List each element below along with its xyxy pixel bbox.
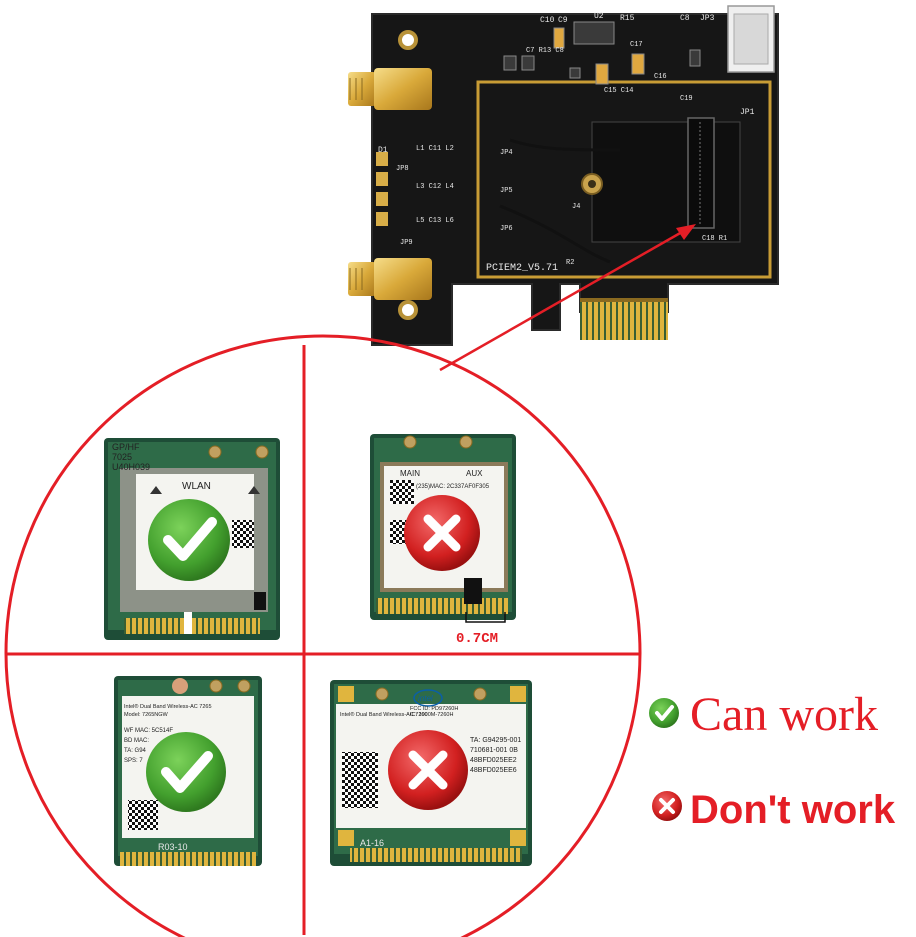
svg-text:U40H039: U40H039 <box>112 462 150 472</box>
svg-text:L5 C13 L6: L5 C13 L6 <box>416 217 454 225</box>
svg-text:intel: intel <box>418 694 433 703</box>
check-icon <box>146 732 226 812</box>
svg-text:C9: C9 <box>558 16 568 25</box>
svg-text:JP3: JP3 <box>700 14 715 23</box>
svg-text:48BFD025EE2: 48BFD025EE2 <box>470 757 517 764</box>
svg-text:R2: R2 <box>566 259 574 267</box>
check-icon <box>148 499 230 581</box>
svg-text:710681-001 0B: 710681-001 0B <box>470 747 518 754</box>
svg-text:D1: D1 <box>378 146 388 155</box>
svg-text:L1 C11 L2: L1 C11 L2 <box>416 145 454 153</box>
svg-text:JP1: JP1 <box>740 108 755 117</box>
svg-text:R03-10: R03-10 <box>158 842 188 852</box>
svg-text:SPS: 7: SPS: 7 <box>124 758 143 764</box>
mounting-hole <box>398 300 418 320</box>
svg-text:JP6: JP6 <box>500 225 513 233</box>
svg-text:FCC ID: PD97260H: FCC ID: PD97260H <box>410 706 458 712</box>
card-top-right: MAIN AUX (235)MAC: 2C337AF0F305 0.7CM <box>370 434 516 647</box>
svg-text:BD MAC:: BD MAC: <box>124 738 149 744</box>
svg-text:(235)MAC: 2C337AF0F305: (235)MAC: 2C337AF0F305 <box>416 484 490 490</box>
svg-text:C16: C16 <box>654 73 667 81</box>
card-top-left: GP/HF 7025 U40H039 WLAN <box>104 438 280 640</box>
svg-text:JP8: JP8 <box>396 165 409 173</box>
svg-text:IC: 1000M-7260H: IC: 1000M-7260H <box>410 712 453 718</box>
check-icon <box>649 698 679 728</box>
svg-text:C15 C14: C15 C14 <box>604 87 633 95</box>
svg-text:JP5: JP5 <box>500 187 513 195</box>
svg-text:GP/HF: GP/HF <box>112 442 140 452</box>
svg-text:C17: C17 <box>630 41 643 49</box>
pcie-adapter-board: C10 C9 U2 R15 C8 JP3 C7 R13 C8 C17 C16 C… <box>348 5 779 346</box>
svg-text:TA: G94295-001: TA: G94295-001 <box>470 737 521 744</box>
legend: Can work Don't work <box>649 688 896 832</box>
svg-text:JP9: JP9 <box>400 239 413 247</box>
legend-can-label: Can work <box>690 688 878 741</box>
compatibility-circle <box>4 334 642 937</box>
m2-slot-frame <box>476 80 772 279</box>
sma-connector-bottom <box>348 258 432 300</box>
svg-text:Model: 7265NGW: Model: 7265NGW <box>124 712 169 718</box>
svg-text:C18 R1: C18 R1 <box>702 235 727 243</box>
measure-bracket <box>465 612 506 623</box>
pointer-arrow <box>439 224 696 372</box>
svg-text:MAIN: MAIN <box>400 469 420 478</box>
legend-dont-work: Don't work <box>652 788 896 832</box>
sma-connector-top <box>348 68 432 110</box>
m2-connector <box>687 117 715 229</box>
svg-text:Intel® Dual Band Wireless-AC 7: Intel® Dual Band Wireless-AC 7260 <box>340 711 428 718</box>
legend-cannot-label: Don't work <box>690 788 896 832</box>
x-icon <box>652 791 682 821</box>
svg-text:WF MAC: 5C514F: WF MAC: 5C514F <box>124 728 173 734</box>
svg-text:A1-16: A1-16 <box>360 838 384 848</box>
svg-text:WLAN: WLAN <box>182 481 211 492</box>
mounting-hole <box>398 30 418 50</box>
svg-text:Intel® Dual Band Wireless-AC 7: Intel® Dual Band Wireless-AC 7265 <box>124 703 212 710</box>
svg-text:C19: C19 <box>680 95 693 103</box>
svg-text:AUX: AUX <box>466 469 483 478</box>
svg-text:C8: C8 <box>680 14 690 23</box>
svg-text:R15: R15 <box>620 14 635 23</box>
pcie-gold-fingers <box>580 300 668 340</box>
svg-text:JP4: JP4 <box>500 149 513 157</box>
svg-text:C7 R13 C8: C7 R13 C8 <box>526 47 564 55</box>
x-icon <box>404 495 480 571</box>
x-icon <box>388 730 468 810</box>
svg-text:48BFD025EE6: 48BFD025EE6 <box>470 767 517 774</box>
legend-can-work: Can work <box>649 688 878 741</box>
board-label: PCIEM2_V5.71 <box>486 263 558 274</box>
svg-text:J4: J4 <box>572 203 580 211</box>
svg-text:7025: 7025 <box>112 452 132 462</box>
measure-label: 0.7CM <box>456 631 498 647</box>
svg-text:C10: C10 <box>540 16 555 25</box>
svg-text:TA: G94: TA: G94 <box>124 748 147 754</box>
svg-text:L3 C12 L4: L3 C12 L4 <box>416 183 454 191</box>
card-bottom-left: Intel® Dual Band Wireless-AC 7265 Model:… <box>114 676 262 866</box>
card-bottom-right: intel Intel® Dual Band Wireless-AC 7260 … <box>330 680 532 866</box>
svg-text:U2: U2 <box>594 12 604 21</box>
